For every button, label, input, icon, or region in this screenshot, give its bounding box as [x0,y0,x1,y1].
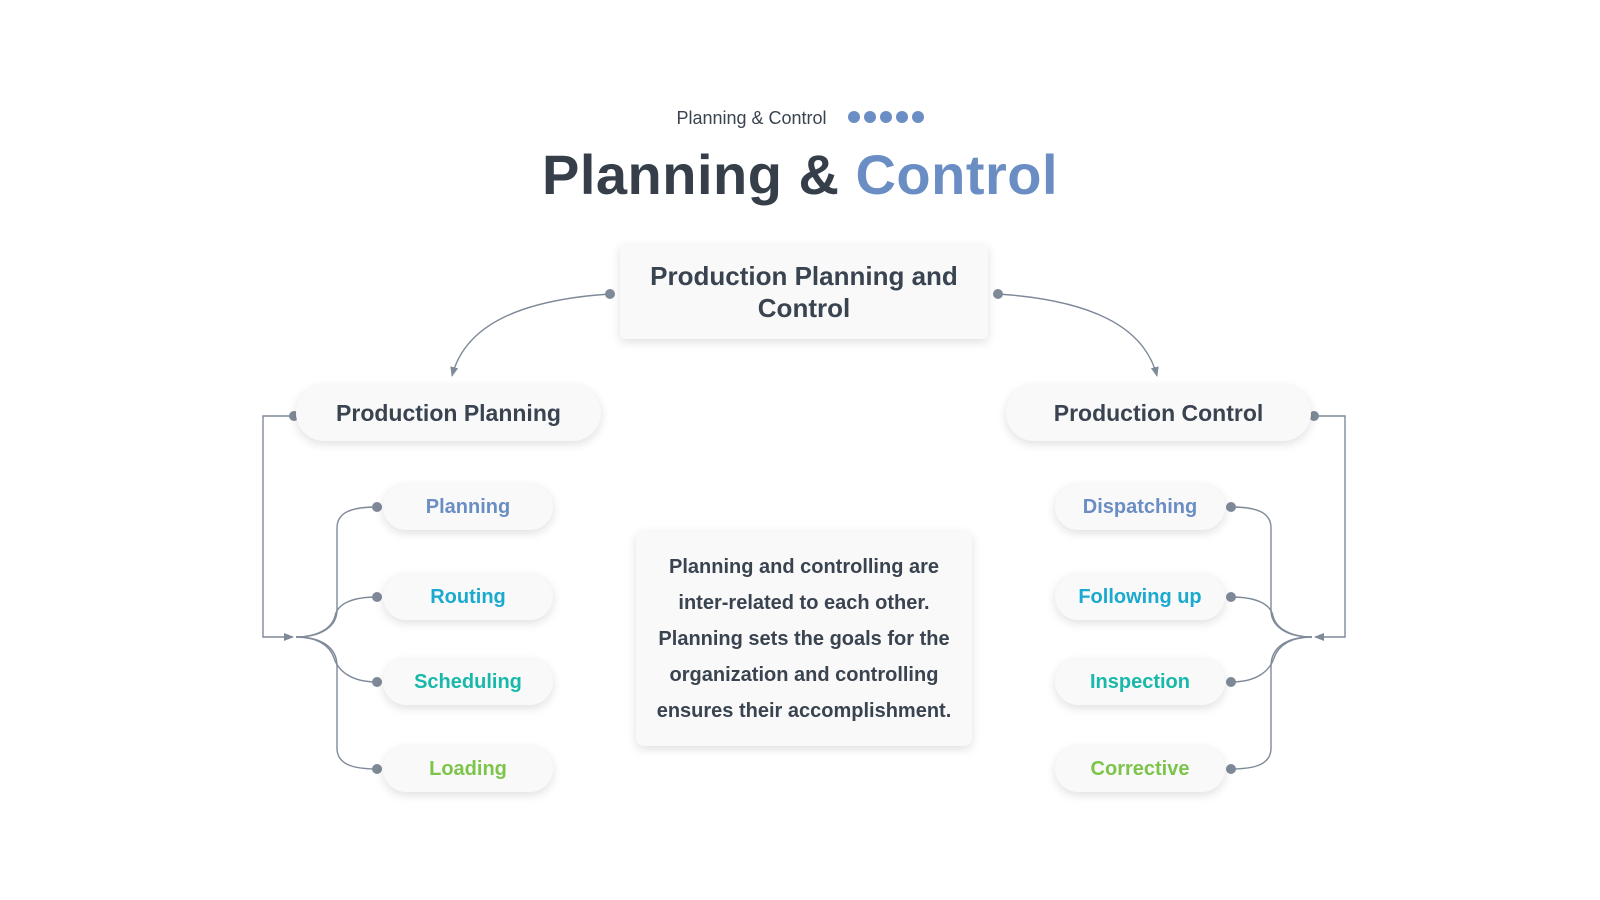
planning-node [372,502,382,512]
item-routing-label: Routing [430,585,506,608]
item-loading: Loading [383,746,553,792]
eyebrow: Planning & Control [0,108,1600,129]
eyebrow-label: Planning & Control [676,108,827,128]
right-connector-dispatching [1230,506,1313,638]
left-connector-scheduling [295,636,378,683]
right-connector-corrective [1230,636,1313,770]
title-accent: Control [855,143,1059,206]
dot-icon [895,111,908,124]
root-node-card: Production Planning and Control [620,245,988,339]
production-planning-label: Production Planning [336,399,561,426]
routing-node [372,592,382,602]
item-following-up: Following up [1055,574,1225,620]
item-planning: Planning [383,484,553,530]
item-scheduling-label: Scheduling [414,670,522,693]
item-planning-label: Planning [425,495,511,518]
description-text: Planning and controlling are inter-relat… [656,555,952,722]
item-dispatching-label: Dispatching [1082,495,1198,518]
left-connector-loading [295,636,378,770]
root-to-right-arrow [997,293,1159,377]
item-corrective: Corrective [1055,746,1225,792]
item-dispatching: Dispatching [1055,484,1225,530]
root-to-left-arrow [450,293,611,377]
title-main: Planning & [541,143,856,206]
production-control-label: Production Control [1053,399,1264,426]
item-loading-label: Loading [429,757,507,780]
page-title: Planning & Control [0,142,1600,207]
right-connector-inspection [1230,636,1313,683]
item-routing: Routing [383,574,553,620]
production-control-card: Production Control [1006,385,1311,441]
dot-icon [847,111,860,124]
root-left-node [605,289,615,299]
dot-icon [879,111,892,124]
corrective-node [1226,764,1236,774]
description-card: Planning and controlling are inter-relat… [636,531,972,746]
left-connector-routing [295,596,378,638]
loading-node [372,764,382,774]
item-following-up-label: Following up [1078,585,1202,608]
left-connector-planning [295,506,378,638]
dot-icon [911,111,924,124]
production-planning-card: Production Planning [296,385,601,441]
left-branch-loop [262,415,294,641]
right-connector-following-up [1230,596,1313,638]
following-up-node [1226,592,1236,602]
scheduling-node [372,677,382,687]
pagination-dots [847,111,924,124]
item-inspection: Inspection [1055,659,1225,705]
item-corrective-label: Corrective [1090,757,1190,780]
root-node-label: Production Planning and Control [650,261,958,323]
root-right-node [993,289,1003,299]
inspection-node [1226,677,1236,687]
dot-icon [863,111,876,124]
right-branch-loop [1314,415,1346,641]
item-inspection-label: Inspection [1089,670,1190,693]
item-scheduling: Scheduling [383,659,553,705]
dispatching-node [1226,502,1236,512]
